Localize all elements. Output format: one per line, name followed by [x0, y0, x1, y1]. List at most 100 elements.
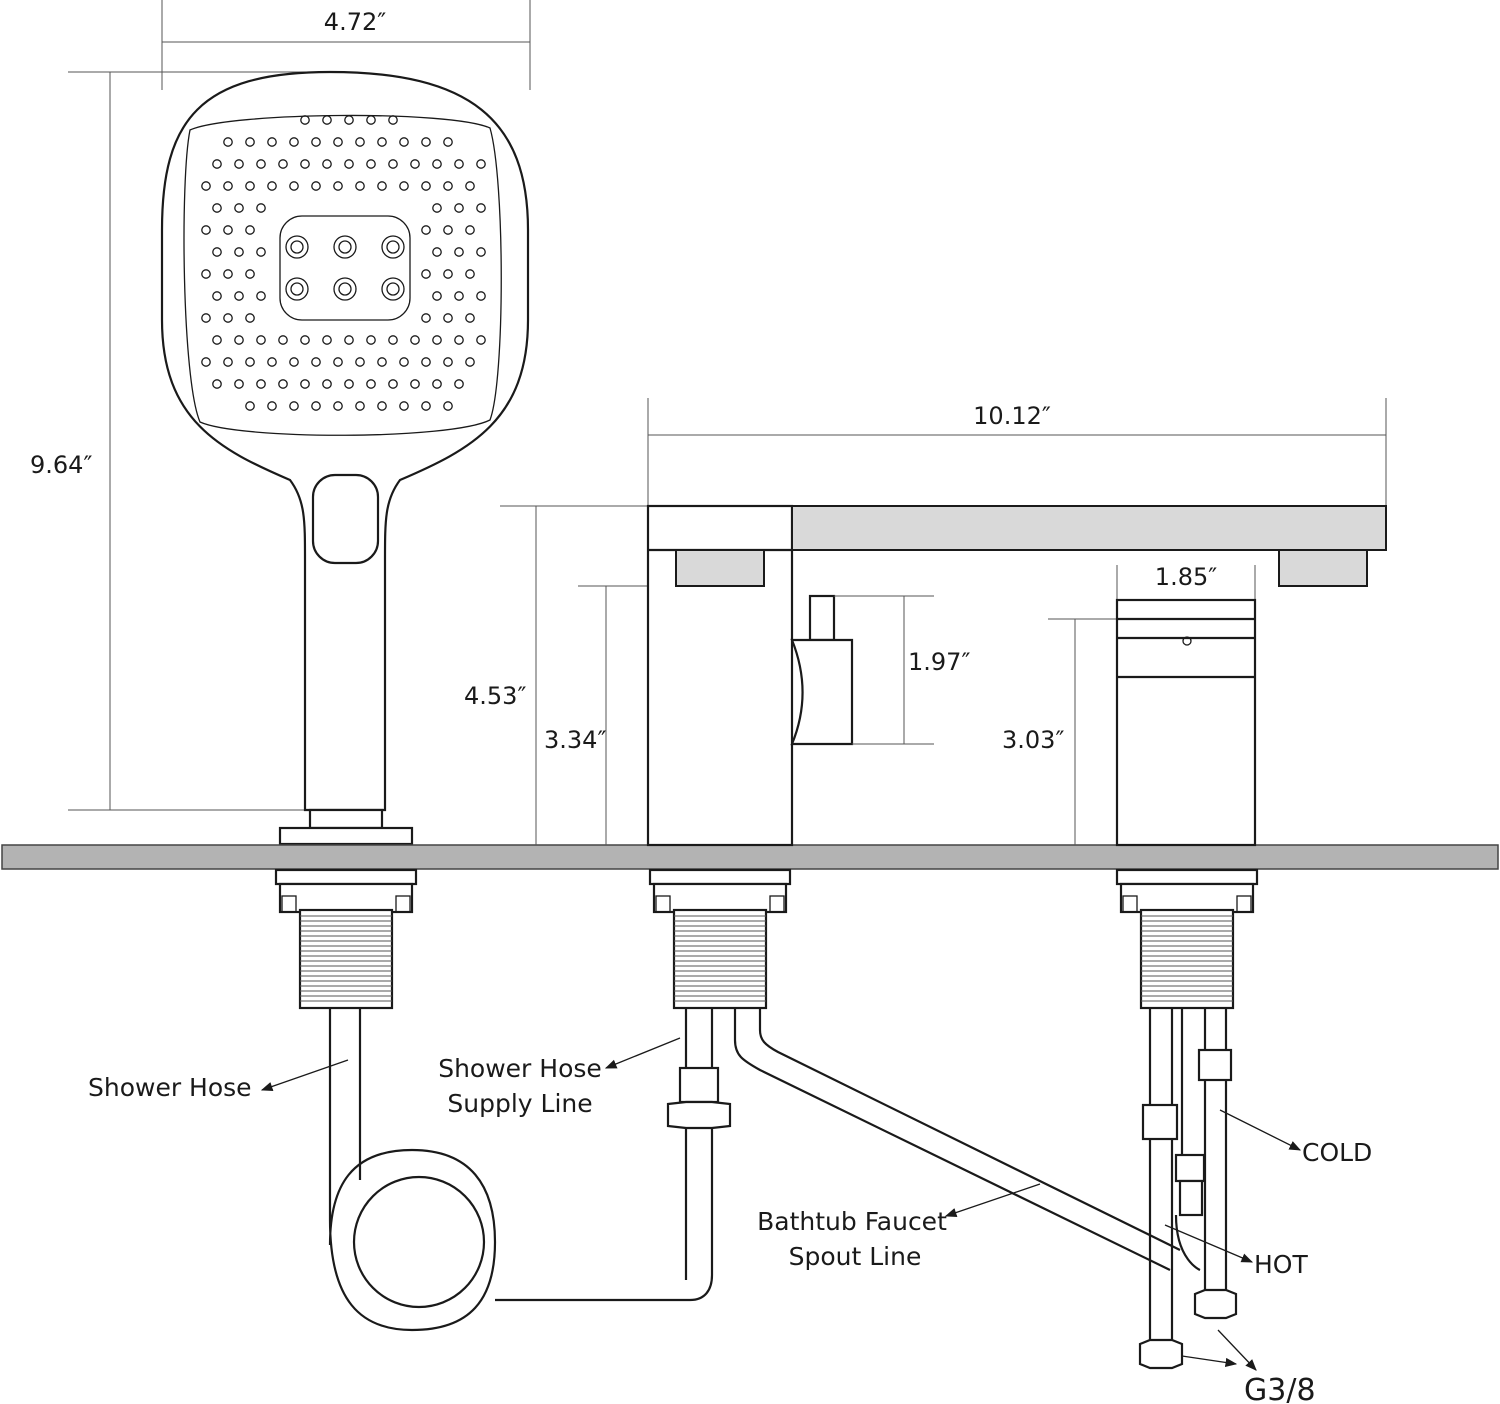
spray-hole — [322, 115, 332, 125]
spray-hole — [476, 203, 486, 213]
spray-hole — [234, 379, 244, 389]
spray-hole — [366, 159, 376, 169]
spray-hole — [223, 225, 233, 235]
spray-hole — [311, 401, 321, 411]
spray-hole — [289, 181, 299, 191]
spray-hole — [201, 269, 211, 279]
spray-hole — [311, 137, 321, 147]
shank — [1115, 868, 1259, 1010]
spray-hole — [234, 247, 244, 257]
spray-hole — [454, 159, 464, 169]
spray-hole — [432, 203, 442, 213]
spray-hole — [366, 115, 376, 125]
spray-hole — [399, 137, 409, 147]
spray-hole — [256, 247, 266, 257]
label-thread: G3/8 — [1244, 1373, 1316, 1404]
spray-hole — [377, 137, 387, 147]
mounting-shanks — [274, 868, 1259, 1010]
spray-hole — [245, 357, 255, 367]
spray-hole — [278, 159, 288, 169]
spray-hole — [322, 159, 332, 169]
spray-hole — [245, 225, 255, 235]
spray-hole — [476, 159, 486, 169]
spray-hole — [300, 115, 310, 125]
spray-hole — [267, 357, 277, 367]
spray-hole — [289, 357, 299, 367]
hot-cold-lines — [1138, 1008, 1238, 1370]
spray-hole — [223, 269, 233, 279]
spray-hole — [465, 225, 475, 235]
spray-hole — [212, 203, 222, 213]
dim-diverter-height: 3.03″ — [1002, 726, 1064, 754]
spray-hole — [454, 203, 464, 213]
spray-hole — [377, 181, 387, 191]
spray-hole — [256, 203, 266, 213]
spray-hole — [476, 335, 486, 345]
spray-hole — [355, 357, 365, 367]
spray-hole — [344, 379, 354, 389]
spray-hole — [377, 357, 387, 367]
spray-hole — [234, 159, 244, 169]
spray-hole — [366, 379, 376, 389]
spray-hole — [234, 203, 244, 213]
dim-handshower-height: 9.64″ — [30, 451, 92, 479]
spray-hole — [443, 137, 453, 147]
spray-hole — [267, 137, 277, 147]
spray-hole — [201, 225, 211, 235]
spray-hole — [399, 357, 409, 367]
spray-hole — [410, 159, 420, 169]
spray-hole — [256, 379, 266, 389]
spray-hole — [432, 335, 442, 345]
spray-hole — [421, 137, 431, 147]
spray-hole — [410, 335, 420, 345]
spray-hole — [355, 137, 365, 147]
spray-hole — [476, 247, 486, 257]
spray-hole — [421, 401, 431, 411]
spray-hole — [355, 401, 365, 411]
dim-handshower-width: 4.72″ — [324, 8, 386, 36]
spray-hole — [432, 379, 442, 389]
spray-hole — [234, 335, 244, 345]
spray-hole — [443, 269, 453, 279]
spray-hole — [212, 291, 222, 301]
spray-hole — [476, 291, 486, 301]
spray-hole — [223, 357, 233, 367]
spray-hole — [454, 247, 464, 257]
spray-hole — [223, 137, 233, 147]
spray-hole — [201, 313, 211, 323]
spray-hole — [245, 181, 255, 191]
spray-hole — [234, 291, 244, 301]
spray-hole — [454, 335, 464, 345]
shank — [274, 868, 418, 1010]
label-supply-line-2: Supply Line — [447, 1089, 592, 1118]
spray-hole — [344, 159, 354, 169]
spray-hole — [388, 159, 398, 169]
spray-hole — [212, 159, 222, 169]
dim-spout-length: 10.12″ — [973, 402, 1051, 430]
spray-hole — [300, 379, 310, 389]
spray-hole — [201, 357, 211, 367]
spray-hole — [289, 401, 299, 411]
spray-hole — [256, 159, 266, 169]
spray-hole — [465, 269, 475, 279]
spray-hole — [256, 291, 266, 301]
spray-hole — [267, 181, 277, 191]
spray-hole — [366, 335, 376, 345]
label-spout-line-1: Bathtub Faucet — [757, 1207, 947, 1236]
spray-hole — [245, 137, 255, 147]
dim-handle-height: 1.97″ — [908, 648, 970, 676]
shower-hose — [328, 1008, 714, 1332]
spray-hole — [443, 401, 453, 411]
spray-hole — [421, 357, 431, 367]
spray-hole — [454, 379, 464, 389]
spray-hole — [245, 269, 255, 279]
spray-hole — [410, 379, 420, 389]
spray-hole — [322, 335, 332, 345]
spray-hole — [377, 401, 387, 411]
spray-hole — [388, 335, 398, 345]
spray-hole — [388, 379, 398, 389]
label-cold: COLD — [1302, 1138, 1372, 1167]
spray-hole — [355, 181, 365, 191]
label-supply-line-1: Shower Hose — [438, 1054, 602, 1083]
